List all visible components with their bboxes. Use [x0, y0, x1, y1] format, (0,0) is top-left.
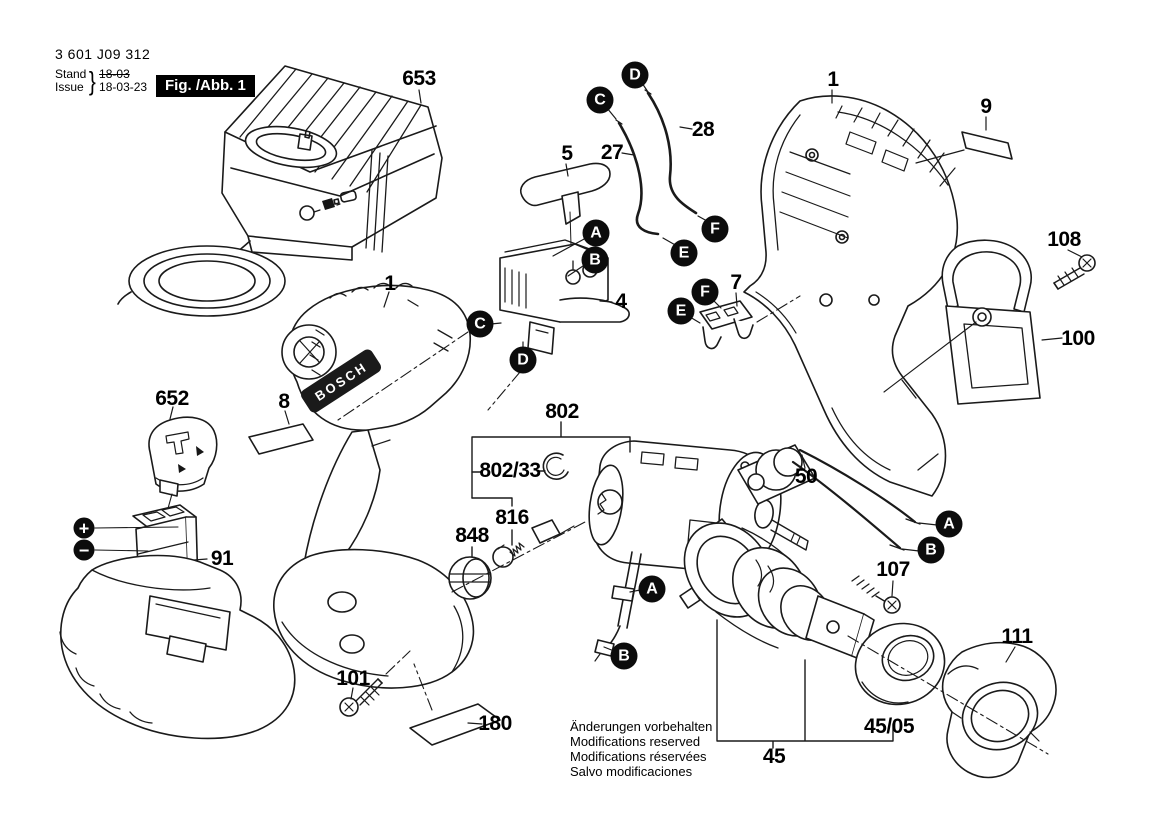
callout-B: B: [917, 536, 945, 564]
part-label-27: 27: [600, 141, 624, 164]
callout-A: A: [935, 510, 963, 538]
axis-lines: [337, 295, 1049, 755]
doc-header: 3 601 J09 312 Stand Issue } 18-03 18-03-…: [55, 46, 150, 94]
part-label-180: 180: [478, 712, 512, 735]
callout-F: F: [701, 215, 729, 243]
part-label-108: 108: [1047, 228, 1081, 251]
note-line: Modifications reserved: [570, 734, 701, 749]
sticker-8-drawing: [248, 423, 314, 455]
polarity-plus-badge: +: [73, 517, 95, 539]
part-label-816: 816: [495, 506, 529, 529]
callout-F: F: [691, 278, 719, 306]
note-line: Modifications réservées: [570, 749, 707, 764]
part-label-100: 100: [1061, 327, 1095, 350]
part-label-848: 848: [455, 524, 489, 547]
drill-body-drawing: BOSCH: [273, 282, 475, 689]
callout-B: B: [581, 246, 609, 274]
callout-B: B: [610, 642, 638, 670]
charger-cord-drawing: [117, 240, 286, 317]
callout-C: C: [586, 86, 614, 114]
polarity-minus-badge: −: [73, 539, 95, 561]
issue-brace: }: [89, 65, 97, 96]
part-label-7: 7: [730, 271, 742, 294]
sticker-9-drawing: [915, 116, 1013, 164]
callout-E: E: [670, 239, 698, 267]
part-label-101: 101: [336, 667, 370, 690]
note-line: Salvo modificaciones: [570, 764, 693, 779]
part-label-8: 8: [278, 390, 290, 413]
clip-7-drawing: [699, 300, 754, 350]
issue-label: Issue: [55, 80, 84, 94]
charger-drawing: [221, 65, 443, 261]
screw-108-drawing: [1053, 254, 1096, 290]
revision-notes: Änderungen vorbehalten Modifications res…: [570, 719, 712, 779]
bracket-lines: [471, 421, 894, 749]
doc-number: 3 601 J09 312: [55, 46, 151, 62]
part-label-652: 652: [155, 387, 189, 410]
issue-date-new: 18-03-23: [99, 80, 148, 94]
oring-802-33-drawing: [542, 452, 569, 480]
callout-C: C: [466, 310, 494, 338]
part-label-45: 45: [762, 745, 786, 768]
figure-label: Fig. /Abb. 1: [156, 75, 255, 97]
part-label-107: 107: [876, 558, 910, 581]
screw-101-drawing: [339, 678, 383, 717]
part-label-802: 802: [545, 400, 579, 423]
switch-4-drawing: [499, 239, 630, 355]
part-label-9: 9: [980, 95, 992, 118]
plate-180-drawing: [409, 703, 501, 746]
part-label-28: 28: [691, 118, 715, 141]
trigger-5-drawing: [519, 162, 611, 279]
callout-D: D: [509, 346, 537, 374]
callout-E: E: [667, 297, 695, 325]
part-label-1: 1: [384, 272, 396, 295]
cap-111-drawing: [941, 641, 1057, 779]
battery-pack-drawing: [59, 526, 296, 740]
wire-27-drawing: [615, 119, 660, 236]
part-label-5: 5: [561, 142, 573, 165]
part-label-111: 111: [1001, 625, 1033, 648]
cap-652-drawing: [148, 416, 218, 513]
stand-label: Stand: [55, 67, 87, 81]
ring-45-05-drawing: [854, 622, 946, 706]
part-label-1: 1: [827, 68, 839, 91]
note-line: Änderungen vorbehalten: [570, 719, 713, 734]
part-label-653: 653: [402, 67, 436, 90]
part-label-4: 4: [615, 290, 627, 313]
callout-D: D: [621, 61, 649, 89]
issue-date-old: 18-03: [99, 67, 130, 81]
lamp-50-drawing: [737, 444, 921, 551]
callout-A: A: [638, 575, 666, 603]
gear-assembly-45-drawing: [679, 518, 875, 661]
screw-107-drawing: [851, 575, 901, 614]
part-label-45-05: 45/05: [863, 715, 915, 738]
belt-clip-100-drawing: [883, 239, 1041, 405]
part-label-802-33: 802/33: [479, 459, 541, 482]
part-label-91: 91: [210, 547, 234, 570]
callout-A: A: [582, 219, 610, 247]
issue-block: Stand Issue } 18-03 18-03-23: [55, 68, 150, 94]
housing-half-drawing: [743, 95, 959, 497]
part-label-50: 50: [794, 465, 818, 488]
